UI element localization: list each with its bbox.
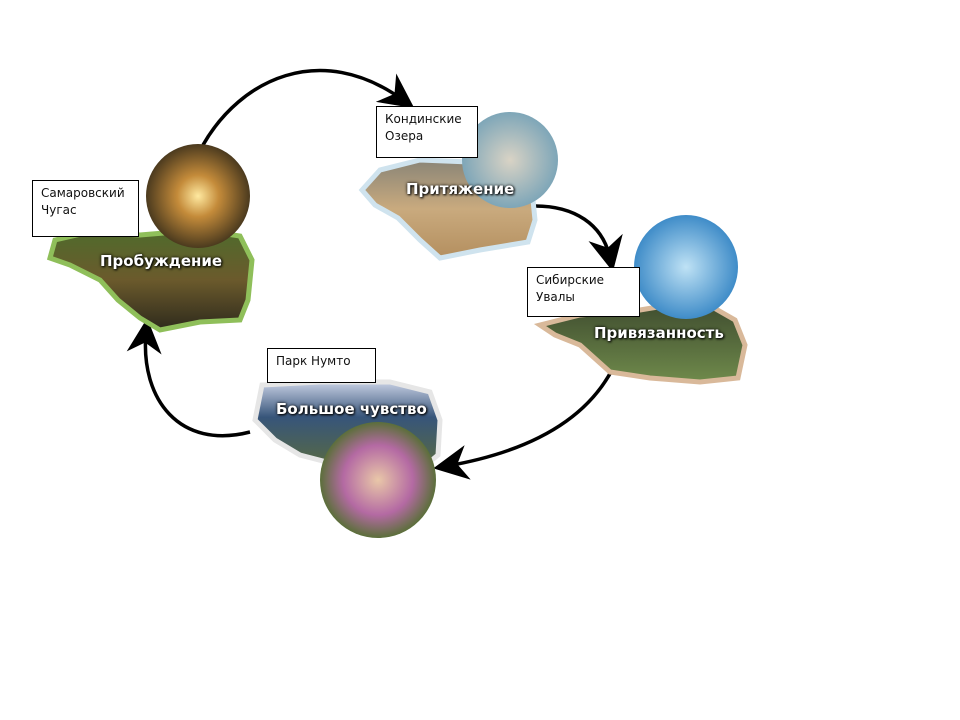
photo-elderly-couple xyxy=(320,422,436,538)
stage-title-privyazannost: Привязанность xyxy=(594,324,724,342)
place-label: Сибирские Увалы xyxy=(536,273,605,304)
stage-title-bolshoe-chuvstvo: Большое чувство xyxy=(276,400,427,418)
region-map-sibirskie-uvaly xyxy=(533,297,748,385)
label-box-samarovsky: Самаровский Чугас xyxy=(32,180,139,237)
place-label: Парк Нумто xyxy=(276,354,351,368)
arrow-2-to-3 xyxy=(531,204,623,272)
photo-heart-jump xyxy=(634,215,738,319)
arrow-1-to-2 xyxy=(201,68,415,146)
region-map-samarovsky xyxy=(46,227,255,333)
label-box-kondinskie: Кондинские Озера xyxy=(376,106,478,158)
stage-title-probuzhdenie: Пробуждение xyxy=(100,252,223,270)
label-box-numto: Парк Нумто xyxy=(267,348,376,383)
arrow-3-to-4 xyxy=(433,369,614,480)
place-label: Кондинские Озера xyxy=(385,112,462,143)
arrow-4-to-1 xyxy=(126,318,251,438)
label-box-sibirskie-uvaly: Сибирские Увалы xyxy=(527,267,640,317)
stage-title-prityazhenie: Притяжение xyxy=(406,180,515,198)
photo-couple-lake xyxy=(462,112,558,208)
photo-couple-sunset xyxy=(146,144,250,248)
place-label: Самаровский Чугас xyxy=(41,186,125,217)
